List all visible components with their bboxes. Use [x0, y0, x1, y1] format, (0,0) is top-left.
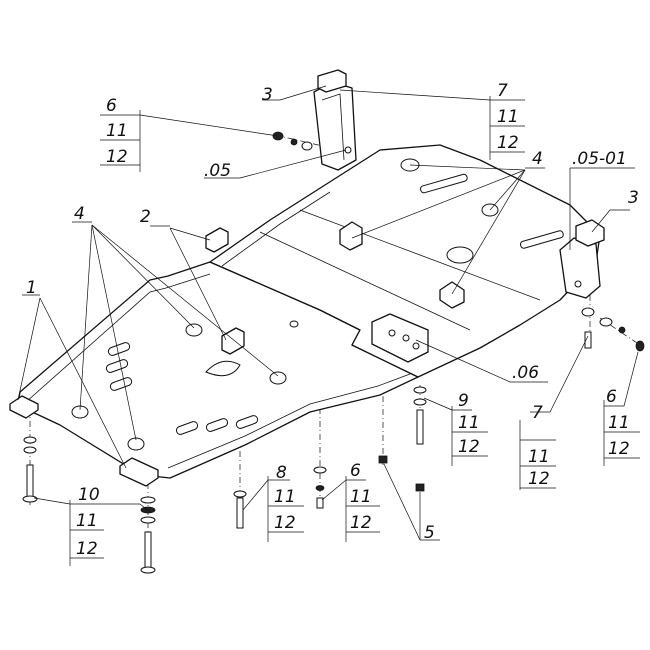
clip-brackets: [205, 227, 245, 355]
stack-12-item8: 12: [274, 513, 296, 533]
callout-6-right: 6: [606, 387, 617, 407]
callout-4-right: 4: [532, 149, 543, 169]
right-mount-bracket: [559, 219, 605, 299]
stack-12-item10: 12: [76, 539, 98, 559]
callout-3-top: 3: [262, 85, 273, 105]
stack-12-left: 12: [106, 147, 128, 167]
callout-5: 5: [424, 523, 435, 543]
callout-2: 2: [140, 207, 151, 227]
stack-11-top: 11: [497, 107, 519, 127]
callout-1: 1: [26, 278, 37, 298]
stack-12-item7: 12: [528, 469, 550, 489]
callout-4-left: 4: [74, 204, 85, 224]
stack-11-left: 11: [106, 121, 128, 141]
stack-11-item7: 11: [528, 447, 550, 467]
callout-05: .05: [204, 161, 231, 181]
front-guard-plate: [9, 261, 419, 487]
callout-7-right: 7: [532, 403, 543, 423]
callout-8: 8: [276, 463, 287, 483]
stack-11-item8: 11: [274, 487, 296, 507]
callout-9: 9: [458, 391, 469, 411]
callout-05-01: .05-01: [572, 149, 627, 169]
upper-mount-bracket: [313, 69, 357, 171]
callout-7-top: 7: [497, 81, 508, 101]
stack-11-item6-mid: 11: [350, 487, 372, 507]
stack-11-item9: 11: [458, 413, 480, 433]
callout-labels: 1 2 3 3 4 4 5 6 6 6 7 7 8 9 10 .05 .05-0…: [26, 81, 639, 559]
callout-10: 10: [78, 485, 100, 505]
callout-6-mid: 6: [350, 461, 361, 481]
stack-12-item6-mid: 12: [350, 513, 372, 533]
callout-06: .06: [512, 363, 539, 383]
callout-6-left: 6: [106, 96, 117, 116]
stack-12-top: 12: [497, 133, 519, 153]
stack-11-item10: 11: [76, 511, 98, 531]
stack-12-item9: 12: [458, 437, 480, 457]
callout-3-right: 3: [628, 188, 639, 208]
stack-11-item6-right: 11: [608, 413, 630, 433]
stack-12-item6-right: 12: [608, 439, 630, 459]
leader-lines: [17, 85, 640, 566]
